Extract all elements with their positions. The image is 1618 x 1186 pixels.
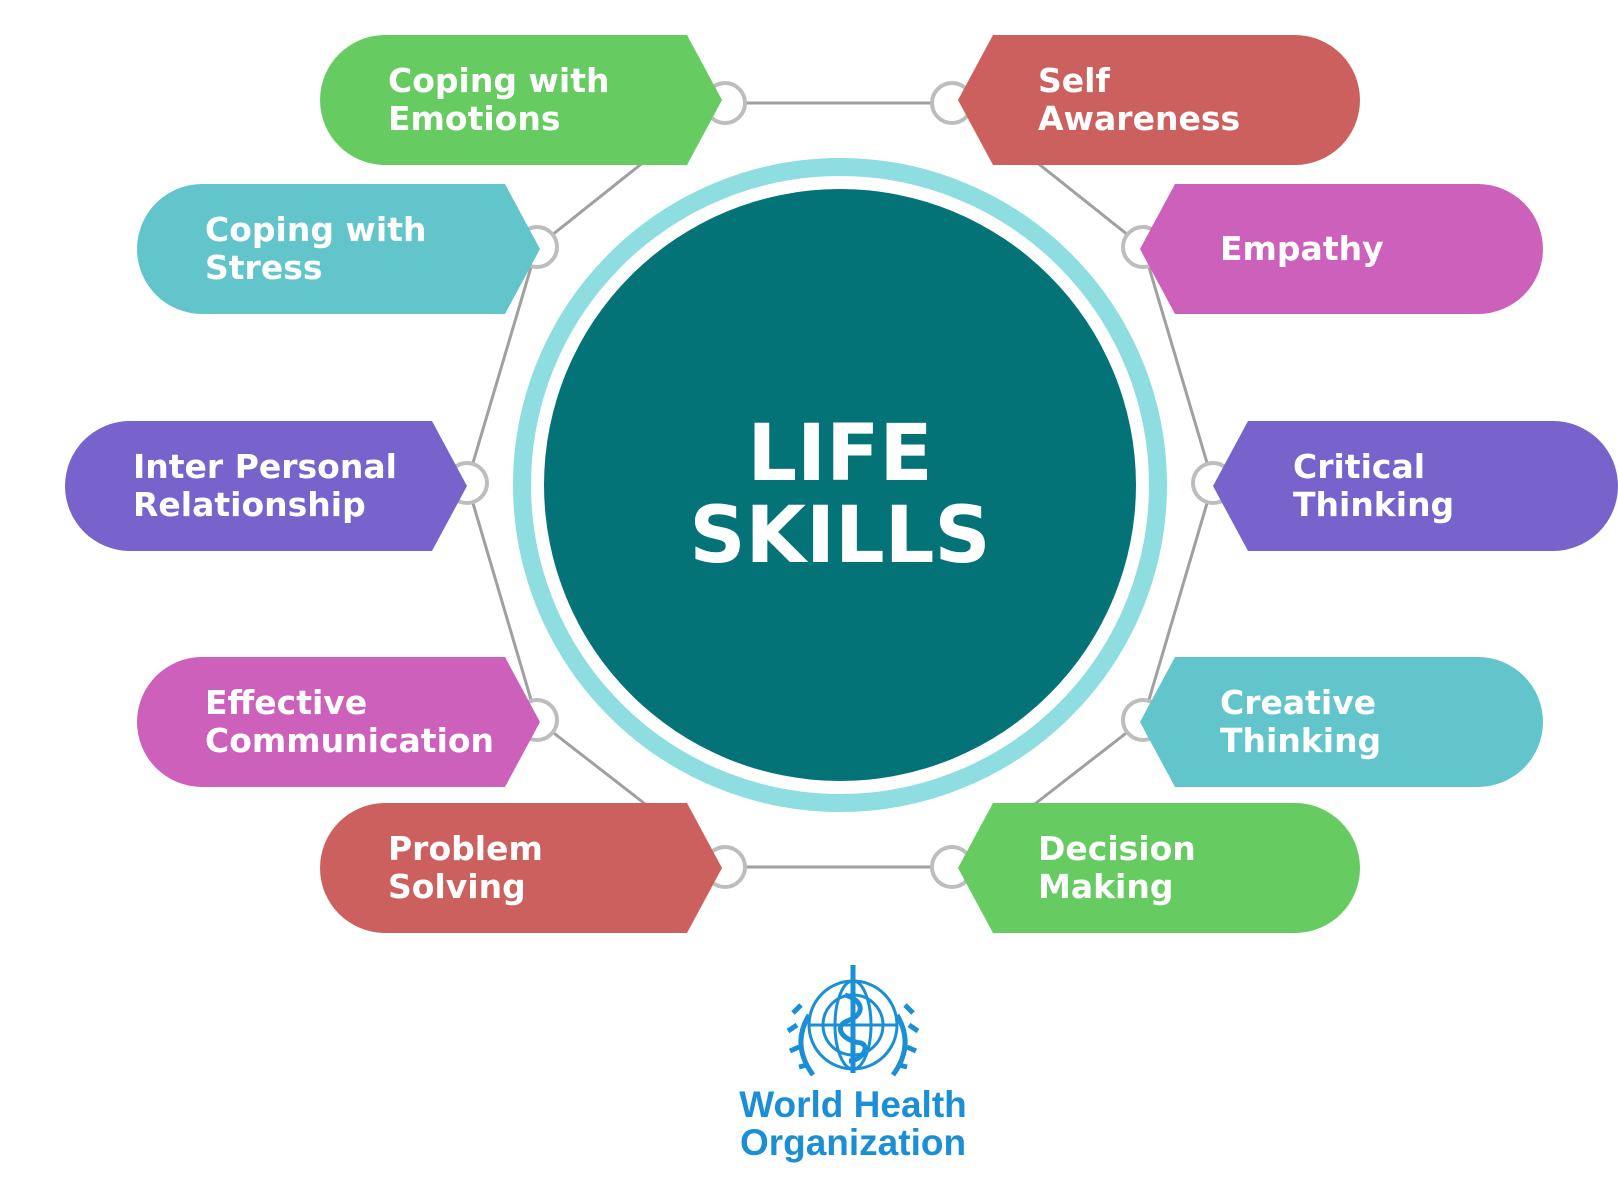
skill-label-line2: Thinking bbox=[1220, 721, 1381, 760]
skill-label-line1: Effective bbox=[205, 683, 367, 722]
skill-label-line2: Awareness bbox=[1038, 99, 1240, 138]
skill-label-line2: Communication bbox=[205, 721, 494, 760]
who-logo-line1: World Health bbox=[739, 1084, 967, 1125]
skill-label-line1: Critical bbox=[1293, 447, 1425, 486]
skill-label-line1: Creative bbox=[1220, 683, 1376, 722]
skill-pill-shape bbox=[65, 421, 467, 551]
center-circle bbox=[544, 189, 1136, 781]
skill-label-line2: Emotions bbox=[388, 99, 561, 138]
who-logo-line2: Organization bbox=[740, 1122, 966, 1163]
skill-label-line1: Self bbox=[1038, 61, 1110, 100]
skill-label-line1: Inter Personal bbox=[133, 447, 397, 486]
who-emblem-icon bbox=[786, 965, 920, 1077]
skill-pill-shape bbox=[320, 803, 722, 933]
skill-label-line2: Stress bbox=[205, 248, 322, 287]
skill-empathy: Empathy bbox=[1140, 184, 1543, 314]
center-title-line2: SKILLS bbox=[689, 491, 990, 581]
skill-pill-shape bbox=[320, 35, 722, 165]
skill-pill-shape bbox=[1213, 421, 1618, 551]
skill-pill-shape bbox=[137, 657, 540, 787]
skill-pill-shape bbox=[958, 35, 1360, 165]
center-ring bbox=[513, 158, 1167, 812]
skill-label-line1: Empathy bbox=[1220, 229, 1384, 268]
skill-pill-shape bbox=[1140, 184, 1543, 314]
skill-label-line2: Making bbox=[1038, 867, 1173, 906]
skill-label-line1: Coping with bbox=[388, 61, 610, 100]
skill-label-line2: Relationship bbox=[133, 485, 366, 524]
who-logo: World Health Organization bbox=[739, 965, 967, 1163]
skill-label-line2: Solving bbox=[388, 867, 526, 906]
skill-pill-shape bbox=[137, 184, 540, 314]
skill-label-line1: Decision bbox=[1038, 829, 1196, 868]
skill-label-line1: Coping with bbox=[205, 210, 427, 249]
skill-pill-shape bbox=[958, 803, 1360, 933]
skill-label-line1: Problem bbox=[388, 829, 543, 868]
center-title-line1: LIFE bbox=[747, 409, 932, 499]
skill-pill-shape bbox=[1140, 657, 1543, 787]
skill-label-line2: Thinking bbox=[1293, 485, 1454, 524]
